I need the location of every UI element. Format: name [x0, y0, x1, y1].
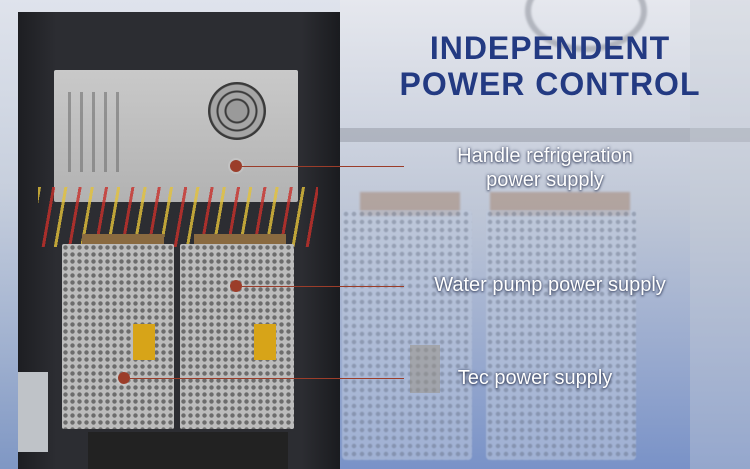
fan-icon [208, 82, 266, 140]
bottom-fans [88, 432, 288, 469]
callout-marker [118, 372, 130, 384]
callout-line [130, 378, 404, 379]
headline-line-1: INDEPENDENT [429, 30, 671, 66]
headline-line-2: POWER CONTROL [399, 66, 701, 102]
warning-label [254, 324, 276, 360]
callout-label-water-pump: Water pump power supply [434, 274, 666, 296]
callout-label-tec: Tec power supply [457, 367, 613, 389]
callout-marker [230, 160, 242, 172]
callout-label-refrigeration: Handle refrigeration power supply [457, 145, 633, 191]
water-pump-power-supply-unit [180, 244, 294, 429]
callout-marker [230, 280, 242, 292]
callout-line [242, 286, 404, 287]
background-shelf [340, 128, 750, 142]
headline: INDEPENDENT POWER CONTROL [390, 30, 710, 102]
vent-slots [68, 92, 128, 172]
warning-label [133, 324, 155, 360]
background-power-supply [342, 210, 472, 460]
background-power-supply [486, 210, 636, 460]
background-vent [410, 345, 440, 393]
tec-power-supply-unit [62, 244, 174, 429]
background-edge [690, 0, 750, 469]
callout-line [242, 166, 404, 167]
side-bracket [18, 372, 48, 452]
cabinet-photo [18, 12, 340, 469]
